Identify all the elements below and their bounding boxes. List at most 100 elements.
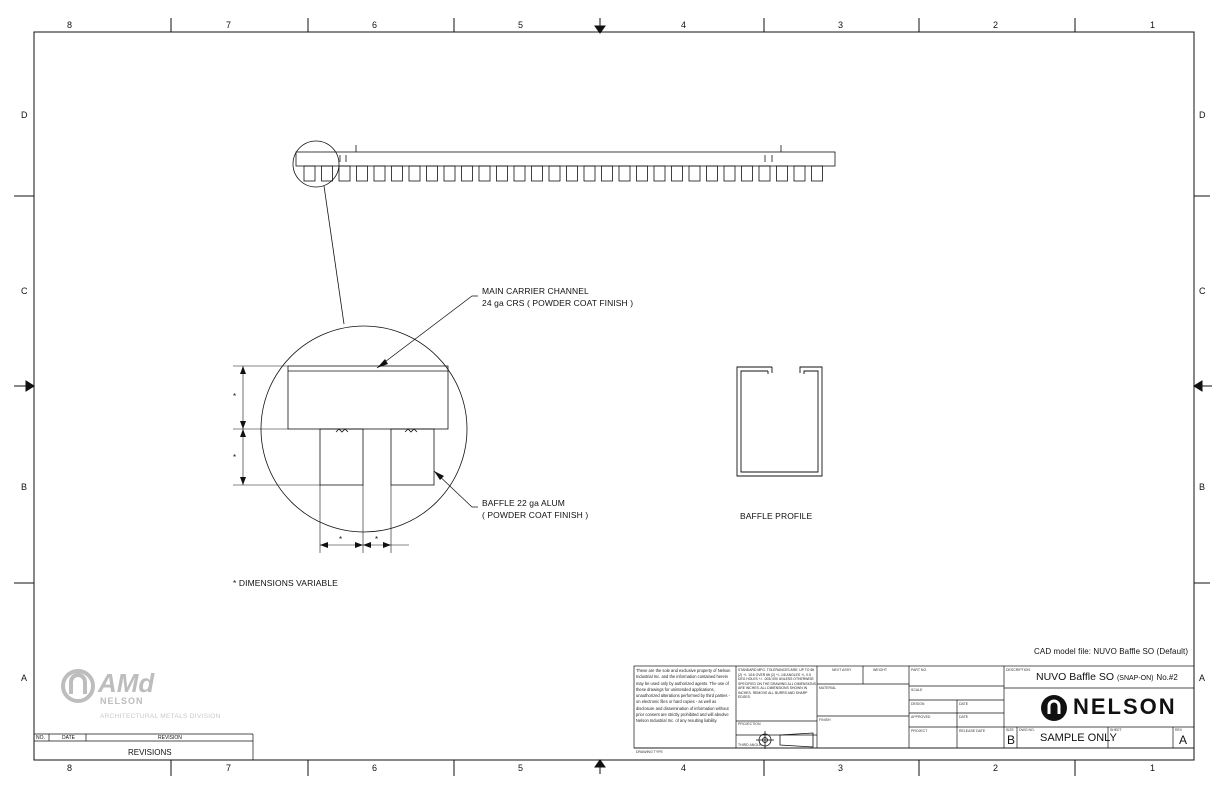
zone-row-c-right: C [1199, 286, 1206, 296]
amd-nelson-logo: AMd NELSON ARCHITECTURAL METALS DIVISION [58, 668, 220, 724]
baffle-blade [321, 165, 333, 182]
leader-arrowheads [377, 359, 444, 480]
baffle-blade [583, 165, 596, 182]
revisions-col-no: NO. [36, 735, 45, 741]
zone-col-1-top: 1 [1150, 20, 1156, 30]
dim-star-channel-height: * [233, 392, 237, 401]
revisions-col-revision: REVISION [158, 735, 182, 741]
note-dimensions-variable: * DIMENSIONS VARIABLE [233, 578, 338, 588]
baffle-blade [601, 165, 613, 182]
sheet-border [14, 18, 1210, 776]
zone-row-b-left: B [21, 482, 28, 492]
dimension-lines [233, 365, 409, 553]
amd-logo-mark: AMd [98, 668, 155, 698]
zone-col-7-bottom: 7 [226, 763, 232, 773]
baffle-blade [636, 165, 648, 182]
baffle-blade [548, 165, 561, 182]
note-leaders [376, 295, 478, 508]
description-sub: (SNAP-ON) [1116, 675, 1154, 682]
design-label: DESIGN [911, 702, 925, 706]
baffle-blade [741, 165, 753, 182]
release-date-label: RELEASE DATE [959, 729, 986, 733]
zone-col-1-bottom: 1 [1150, 763, 1156, 773]
baffle-blade [531, 165, 543, 182]
note-baffle-finish: ( POWDER COAT FINISH ) [482, 510, 589, 520]
title-block-grid [633, 665, 1195, 761]
zone-col-8-bottom: 8 [67, 763, 73, 773]
center-arrows [14, 18, 1212, 774]
zone-row-d-right: D [1199, 110, 1206, 120]
revisions-block-grid [34, 733, 254, 760]
amd-logo-mark-icon [61, 669, 95, 703]
nelson-logo: NELSON [1040, 694, 1175, 724]
baffle-blade [653, 165, 666, 182]
baffle-blade [706, 165, 718, 182]
zone-col-6-top: 6 [372, 20, 378, 30]
zone-row-d-left: D [21, 110, 28, 120]
zone-col-7-top: 7 [226, 20, 232, 30]
amd-logo-name: NELSON [100, 696, 144, 706]
material-label: MATERIAL [819, 686, 837, 690]
baffle-blade [338, 165, 351, 182]
baffle-blade [758, 165, 771, 182]
baffle-blade [373, 165, 386, 182]
baffle-blade [688, 165, 701, 182]
project-label: PROJECT [911, 729, 928, 733]
revisions-col-date: DATE [62, 735, 75, 741]
third-angle-symbol [756, 731, 814, 749]
dim-star-baffle-gap: * [375, 535, 379, 544]
approved-date-label: DATE [959, 715, 969, 719]
zone-col-2-top: 2 [993, 20, 999, 30]
baffle-blade [461, 165, 473, 182]
zone-col-3-top: 3 [838, 20, 844, 30]
carrier-channel-elevation [295, 145, 836, 167]
zone-col-5-bottom: 5 [518, 763, 524, 773]
baffle-blade [426, 165, 438, 182]
description-number: No.#2 [1156, 673, 1178, 682]
baffle-profile-drawing [736, 366, 823, 477]
approved-label: APPROVED [911, 715, 931, 719]
next-assy-label: NEXT ASSY [832, 668, 852, 672]
legal-notice: These are the sole and exclusive propert… [636, 668, 731, 724]
baffle-blade [618, 165, 631, 182]
note-baffle-profile: BAFFLE PROFILE [740, 511, 813, 521]
size-value: B [1007, 733, 1016, 747]
zone-col-6-bottom: 6 [372, 763, 378, 773]
nelson-logo-text: NELSON [1073, 694, 1177, 719]
zone-col-2-bottom: 2 [993, 763, 999, 773]
zone-row-b-right: B [1199, 482, 1206, 492]
third-angle-label: THIRD ANGLE [738, 743, 762, 747]
baffle-blade [478, 165, 491, 182]
zone-col-3-bottom: 3 [838, 763, 844, 773]
zone-col-4-top: 4 [681, 20, 687, 30]
dim-star-baffle-height: * [233, 453, 237, 462]
baffle-blade [723, 165, 736, 182]
baffle-blade [356, 165, 368, 182]
note-baffle-title: BAFFLE 22 ga ALUM [482, 498, 565, 508]
description-label: DESCRIPTION [1006, 668, 1030, 672]
dwg-no-value: SAMPLE ONLY [1040, 732, 1117, 744]
part-no-label: PART NO. [911, 668, 928, 672]
tolerances-note: STANDARD MFG. TOLERANCES ARE: UP TO 6ft … [738, 668, 816, 699]
design-date-label: DATE [959, 702, 969, 706]
dimension-arrows [240, 366, 391, 548]
baffle-blade [513, 165, 526, 182]
dim-star-baffle-width: * [339, 535, 343, 544]
finish-label: FINISH [819, 718, 831, 722]
baffle-blade [566, 165, 578, 182]
baffle-blade [408, 165, 421, 182]
baffle-blade [776, 165, 788, 182]
sheet-label: SHEET [1110, 728, 1122, 732]
baffle-blade [671, 165, 683, 182]
size-label: SIZE [1006, 728, 1014, 732]
note-carrier-channel-spec: 24 ga CRS ( POWDER COAT FINISH ) [482, 298, 634, 308]
baffle-blade [391, 165, 403, 182]
note-carrier-channel-title: MAIN CARRIER CHANNEL [482, 286, 589, 296]
scale-label: SCALE [911, 688, 923, 692]
note-cad-model: CAD model file: NUVO Baffle SO (Default) [1034, 647, 1189, 656]
rev-label: REV [1175, 728, 1183, 732]
zone-col-4-bottom: 4 [681, 763, 687, 773]
baffle-blade [793, 165, 806, 182]
zone-row-c-left: C [21, 286, 28, 296]
